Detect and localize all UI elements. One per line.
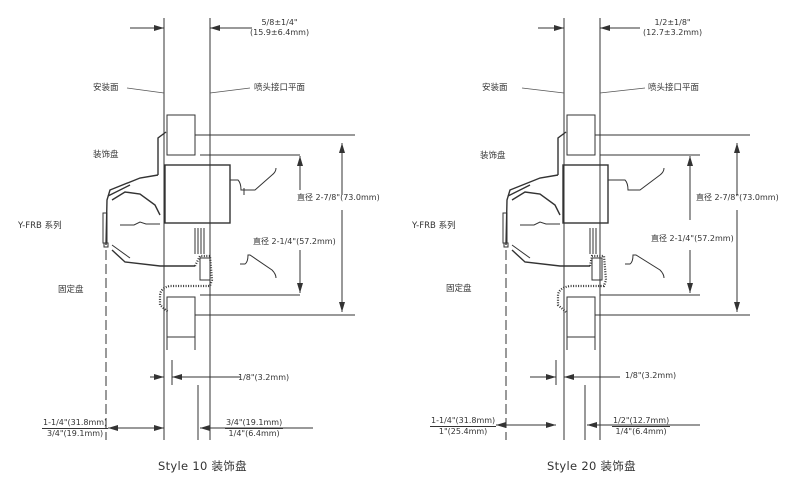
- outer-diameter-dimension: 直径 2-7/8"(73.0mm): [297, 193, 380, 202]
- ceiling-section-lower: [166, 296, 196, 338]
- top-gap-inches: 1/2±1/8": [654, 18, 691, 27]
- inner-diameter-dimension: 直径 2-1/4"(57.2mm): [651, 234, 734, 243]
- fixed-plate: [556, 254, 608, 313]
- sprinkler-series-label: Y-FRB 系列: [412, 221, 456, 231]
- outer-diameter-dimension: 直径 2-7/8"(73.0mm): [696, 193, 779, 202]
- right-range-min: 1/4"(6.4mm): [228, 429, 280, 438]
- fixed-plate-label: 固定盘: [58, 285, 84, 295]
- figure-style10: [102, 18, 355, 440]
- sprinkler-body: [562, 164, 609, 224]
- left-range-min: 1"(25.4mm): [438, 427, 488, 436]
- escutcheon-outline: [557, 131, 567, 175]
- sprinkler-body: [164, 164, 231, 224]
- figure-style20: [496, 18, 750, 440]
- right-range-max: 3/4"(19.1mm): [225, 418, 284, 429]
- right-range-dimension: 3/4"(19.1mm) 1/4"(6.4mm): [225, 418, 284, 439]
- right-range-min: 1/4"(6.4mm): [615, 427, 667, 436]
- fixed-plate-label: 固定盘: [446, 284, 472, 294]
- top-gap-inches: 5/8±1/4": [261, 18, 298, 27]
- left-range-max: 1-1/4"(31.8mm): [430, 416, 497, 427]
- mounting-surface-label: 安装面: [482, 83, 508, 93]
- top-gap-mm: (15.9±6.4mm): [250, 28, 310, 37]
- escutcheon-label: 装饰盘: [480, 151, 506, 161]
- top-gap-dimension: 1/2±1/8" (12.7±3.2mm): [643, 18, 702, 38]
- sprinkler-outlet-plane-label: 喷头接口平面: [254, 83, 306, 93]
- left-range-max: 1-1/4"(31.8mm): [42, 418, 109, 429]
- left-range-dimension: 1-1/4"(31.8mm) 1"(25.4mm): [430, 416, 497, 437]
- escutcheon-label: 装饰盘: [93, 150, 119, 160]
- left-range-dimension: 1-1/4"(31.8mm) 3/4"(19.1mm): [42, 418, 109, 439]
- ceiling-section-upper: [566, 114, 596, 156]
- right-range-max: 1/2"(12.7mm): [612, 416, 671, 427]
- escutcheon-outline: [157, 131, 167, 175]
- top-gap-mm: (12.7±3.2mm): [643, 28, 703, 37]
- top-gap-dimension: 5/8±1/4" (15.9±6.4mm): [250, 18, 309, 38]
- ceiling-section-lower: [566, 296, 596, 338]
- sprinkler-outlet-plane-label: 喷头接口平面: [648, 83, 700, 93]
- right-range-dimension: 1/2"(12.7mm) 1/4"(6.4mm): [612, 416, 671, 437]
- sprinkler-series-label: Y-FRB 系列: [18, 221, 62, 231]
- plate-thickness-dimension: 1/8"(3.2mm): [238, 373, 290, 382]
- left-range-min: 3/4"(19.1mm): [46, 429, 104, 438]
- inner-diameter-dimension: 直径 2-1/4"(57.2mm): [253, 237, 336, 246]
- figure-caption: Style 10 装饰盘: [158, 459, 247, 473]
- fixed-plate: [158, 254, 214, 313]
- mounting-surface-label: 安装面: [93, 83, 119, 93]
- plate-thickness-dimension: 1/8"(3.2mm): [625, 371, 677, 380]
- figure-caption: Style 20 装饰盘: [547, 459, 636, 473]
- ceiling-section-upper: [166, 114, 196, 156]
